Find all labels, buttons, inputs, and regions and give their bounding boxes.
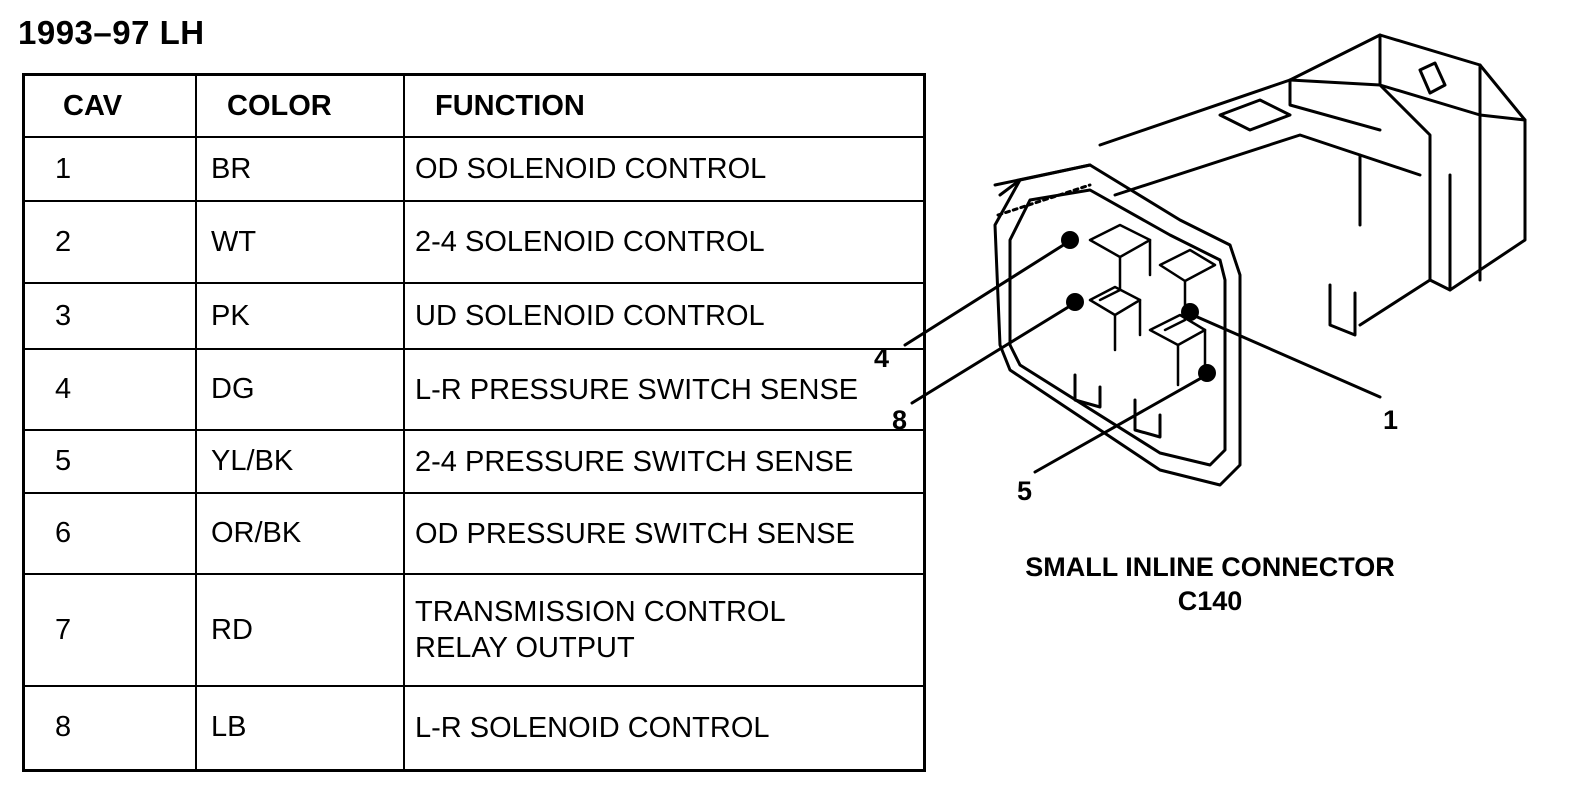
pin-label-4: 4: [874, 343, 889, 373]
column-header-function: FUNCTION: [403, 73, 926, 138]
function-text: OD PRESSURE SWITCH SENSE: [415, 517, 855, 550]
function-cell: L-R SOLENOID CONTROL: [403, 685, 926, 771]
pin-label-8: 8: [892, 405, 907, 435]
leader-line-5: [1033, 375, 1205, 474]
table-row: 6 OR/BK OD PRESSURE SWITCH SENSE: [22, 492, 926, 575]
pin-label-1: 1: [1383, 405, 1398, 435]
leader-line-8: [910, 304, 1072, 405]
function-text: OD SOLENOID CONTROL: [415, 153, 767, 185]
table-row: 2 WT 2-4 SOLENOID CONTROL: [22, 200, 926, 284]
cav-cell: 4: [22, 348, 197, 431]
function-text: RELAY OUTPUT: [415, 632, 635, 664]
function-text: L-R SOLENOID CONTROL: [415, 711, 770, 744]
connector-body: [1098, 78, 1432, 337]
color-cell: YL/BK: [195, 429, 405, 494]
connector-front-housing: [993, 163, 1242, 487]
table-row: 5 YL/BK 2-4 PRESSURE SWITCH SENSE: [22, 429, 926, 494]
function-text: 2-4 PRESSURE SWITCH SENSE: [415, 445, 854, 478]
color-cell: OR/BK: [195, 492, 405, 575]
connector-rear-housing: [1288, 33, 1527, 292]
color-cell: DG: [195, 348, 405, 431]
cav-cell: 1: [22, 136, 197, 202]
function-cell: UD SOLENOID CONTROL: [403, 282, 926, 350]
table-header-row: CAV COLOR FUNCTION: [22, 73, 926, 138]
color-cell: LB: [195, 685, 405, 771]
function-cell: OD PRESSURE SWITCH SENSE: [403, 492, 926, 575]
leader-line-1: [1193, 314, 1382, 399]
diagram-title: 1993–97 LH: [18, 14, 205, 51]
column-header-cav: CAV: [22, 73, 197, 138]
table-row: 4 DG L-R PRESSURE SWITCH SENSE: [22, 348, 926, 431]
connector-id: C140: [1177, 586, 1243, 616]
table-row: 1 BR OD SOLENOID CONTROL: [22, 136, 926, 202]
cav-cell: 2: [22, 200, 197, 284]
connector-caption: SMALL INLINE CONNECTOR C140: [940, 550, 1480, 618]
color-cell: RD: [195, 573, 405, 687]
cav-cell: 5: [22, 429, 197, 494]
pinout-table: CAV COLOR FUNCTION 1 BR OD SOLENOID CONT…: [22, 73, 926, 772]
function-text: 2-4 SOLENOID CONTROL: [415, 226, 765, 258]
connector-name: SMALL INLINE CONNECTOR: [1025, 552, 1395, 582]
leader-lines: [903, 242, 1382, 474]
table-row: 7 RD TRANSMISSION CONTROL RELAY OUTPUT: [22, 573, 926, 687]
color-cell: BR: [195, 136, 405, 202]
cavity-markers: [1061, 231, 1216, 382]
cavity-1-dot: [1181, 303, 1199, 321]
cav-cell: 3: [22, 282, 197, 350]
table-row: 3 PK UD SOLENOID CONTROL: [22, 282, 926, 350]
color-cell: PK: [195, 282, 405, 350]
color-cell: WT: [195, 200, 405, 284]
cav-cell: 7: [22, 573, 197, 687]
column-header-color: COLOR: [195, 73, 405, 138]
table-row: 8 LB L-R SOLENOID CONTROL: [22, 685, 926, 771]
function-cell: L-R PRESSURE SWITCH SENSE: [403, 348, 926, 431]
function-cell: OD SOLENOID CONTROL: [403, 136, 926, 202]
connector-illustration: 4 8 1 5: [874, 33, 1527, 506]
function-cell: TRANSMISSION CONTROL RELAY OUTPUT: [403, 573, 926, 687]
function-text: UD SOLENOID CONTROL: [415, 300, 765, 332]
leader-line-4: [903, 242, 1067, 347]
function-text: L-R PRESSURE SWITCH SENSE: [415, 373, 859, 406]
function-cell: 2-4 PRESSURE SWITCH SENSE: [403, 429, 926, 494]
function-text: TRANSMISSION CONTROL: [415, 596, 786, 628]
pin-label-5: 5: [1017, 476, 1032, 506]
connector-terminals: [1088, 223, 1217, 387]
cav-cell: 8: [22, 685, 197, 771]
cav-cell: 6: [22, 492, 197, 575]
function-cell: 2-4 SOLENOID CONTROL: [403, 200, 926, 284]
